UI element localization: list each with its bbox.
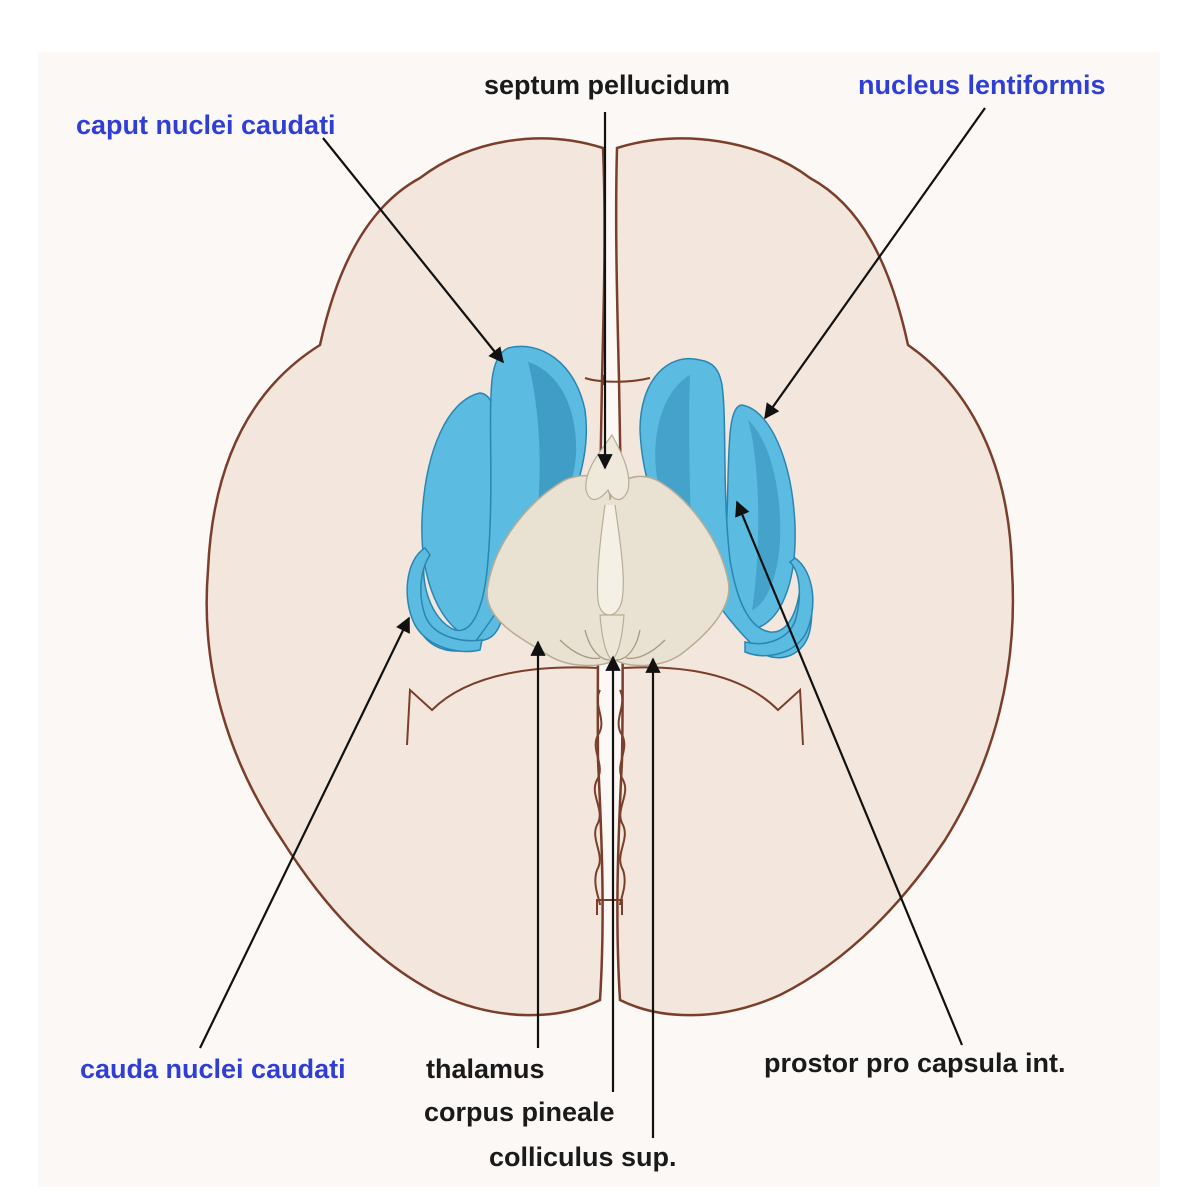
label-thalamus: thalamus — [426, 1054, 545, 1084]
label-corpus-pineale: corpus pineale — [424, 1097, 615, 1127]
midline-fissure-left — [593, 689, 603, 906]
colliculi — [559, 629, 666, 661]
pointer-caput — [322, 137, 504, 364]
right-cauda-nuclei-caudati — [744, 557, 814, 657]
left-cauda-nuclei-caudati — [406, 546, 483, 653]
label-caput-nuclei-caudati: caput nuclei caudati — [76, 110, 336, 140]
callosum-mark — [584, 375, 651, 385]
label-prostor-pro-capsula-int: prostor pro capsula int. — [764, 1048, 1066, 1078]
label-cauda-nuclei-caudati: cauda nuclei caudati — [80, 1054, 346, 1084]
ventricle-line-left — [406, 666, 599, 746]
right-lentiformis-shadow — [748, 420, 781, 610]
pointer-capsula — [735, 500, 964, 1046]
label-septum-pellucidum: septum pellucidum — [484, 70, 731, 100]
label-nucleus-lentiformis: nucleus lentiformis — [858, 70, 1106, 100]
posterior-notch — [596, 899, 623, 915]
midline-fissure-right — [617, 689, 627, 906]
pointer-cauda — [199, 616, 410, 1049]
label-colliculus-sup: colliculus sup. — [489, 1142, 677, 1172]
pointer-lentiformis — [764, 107, 986, 420]
